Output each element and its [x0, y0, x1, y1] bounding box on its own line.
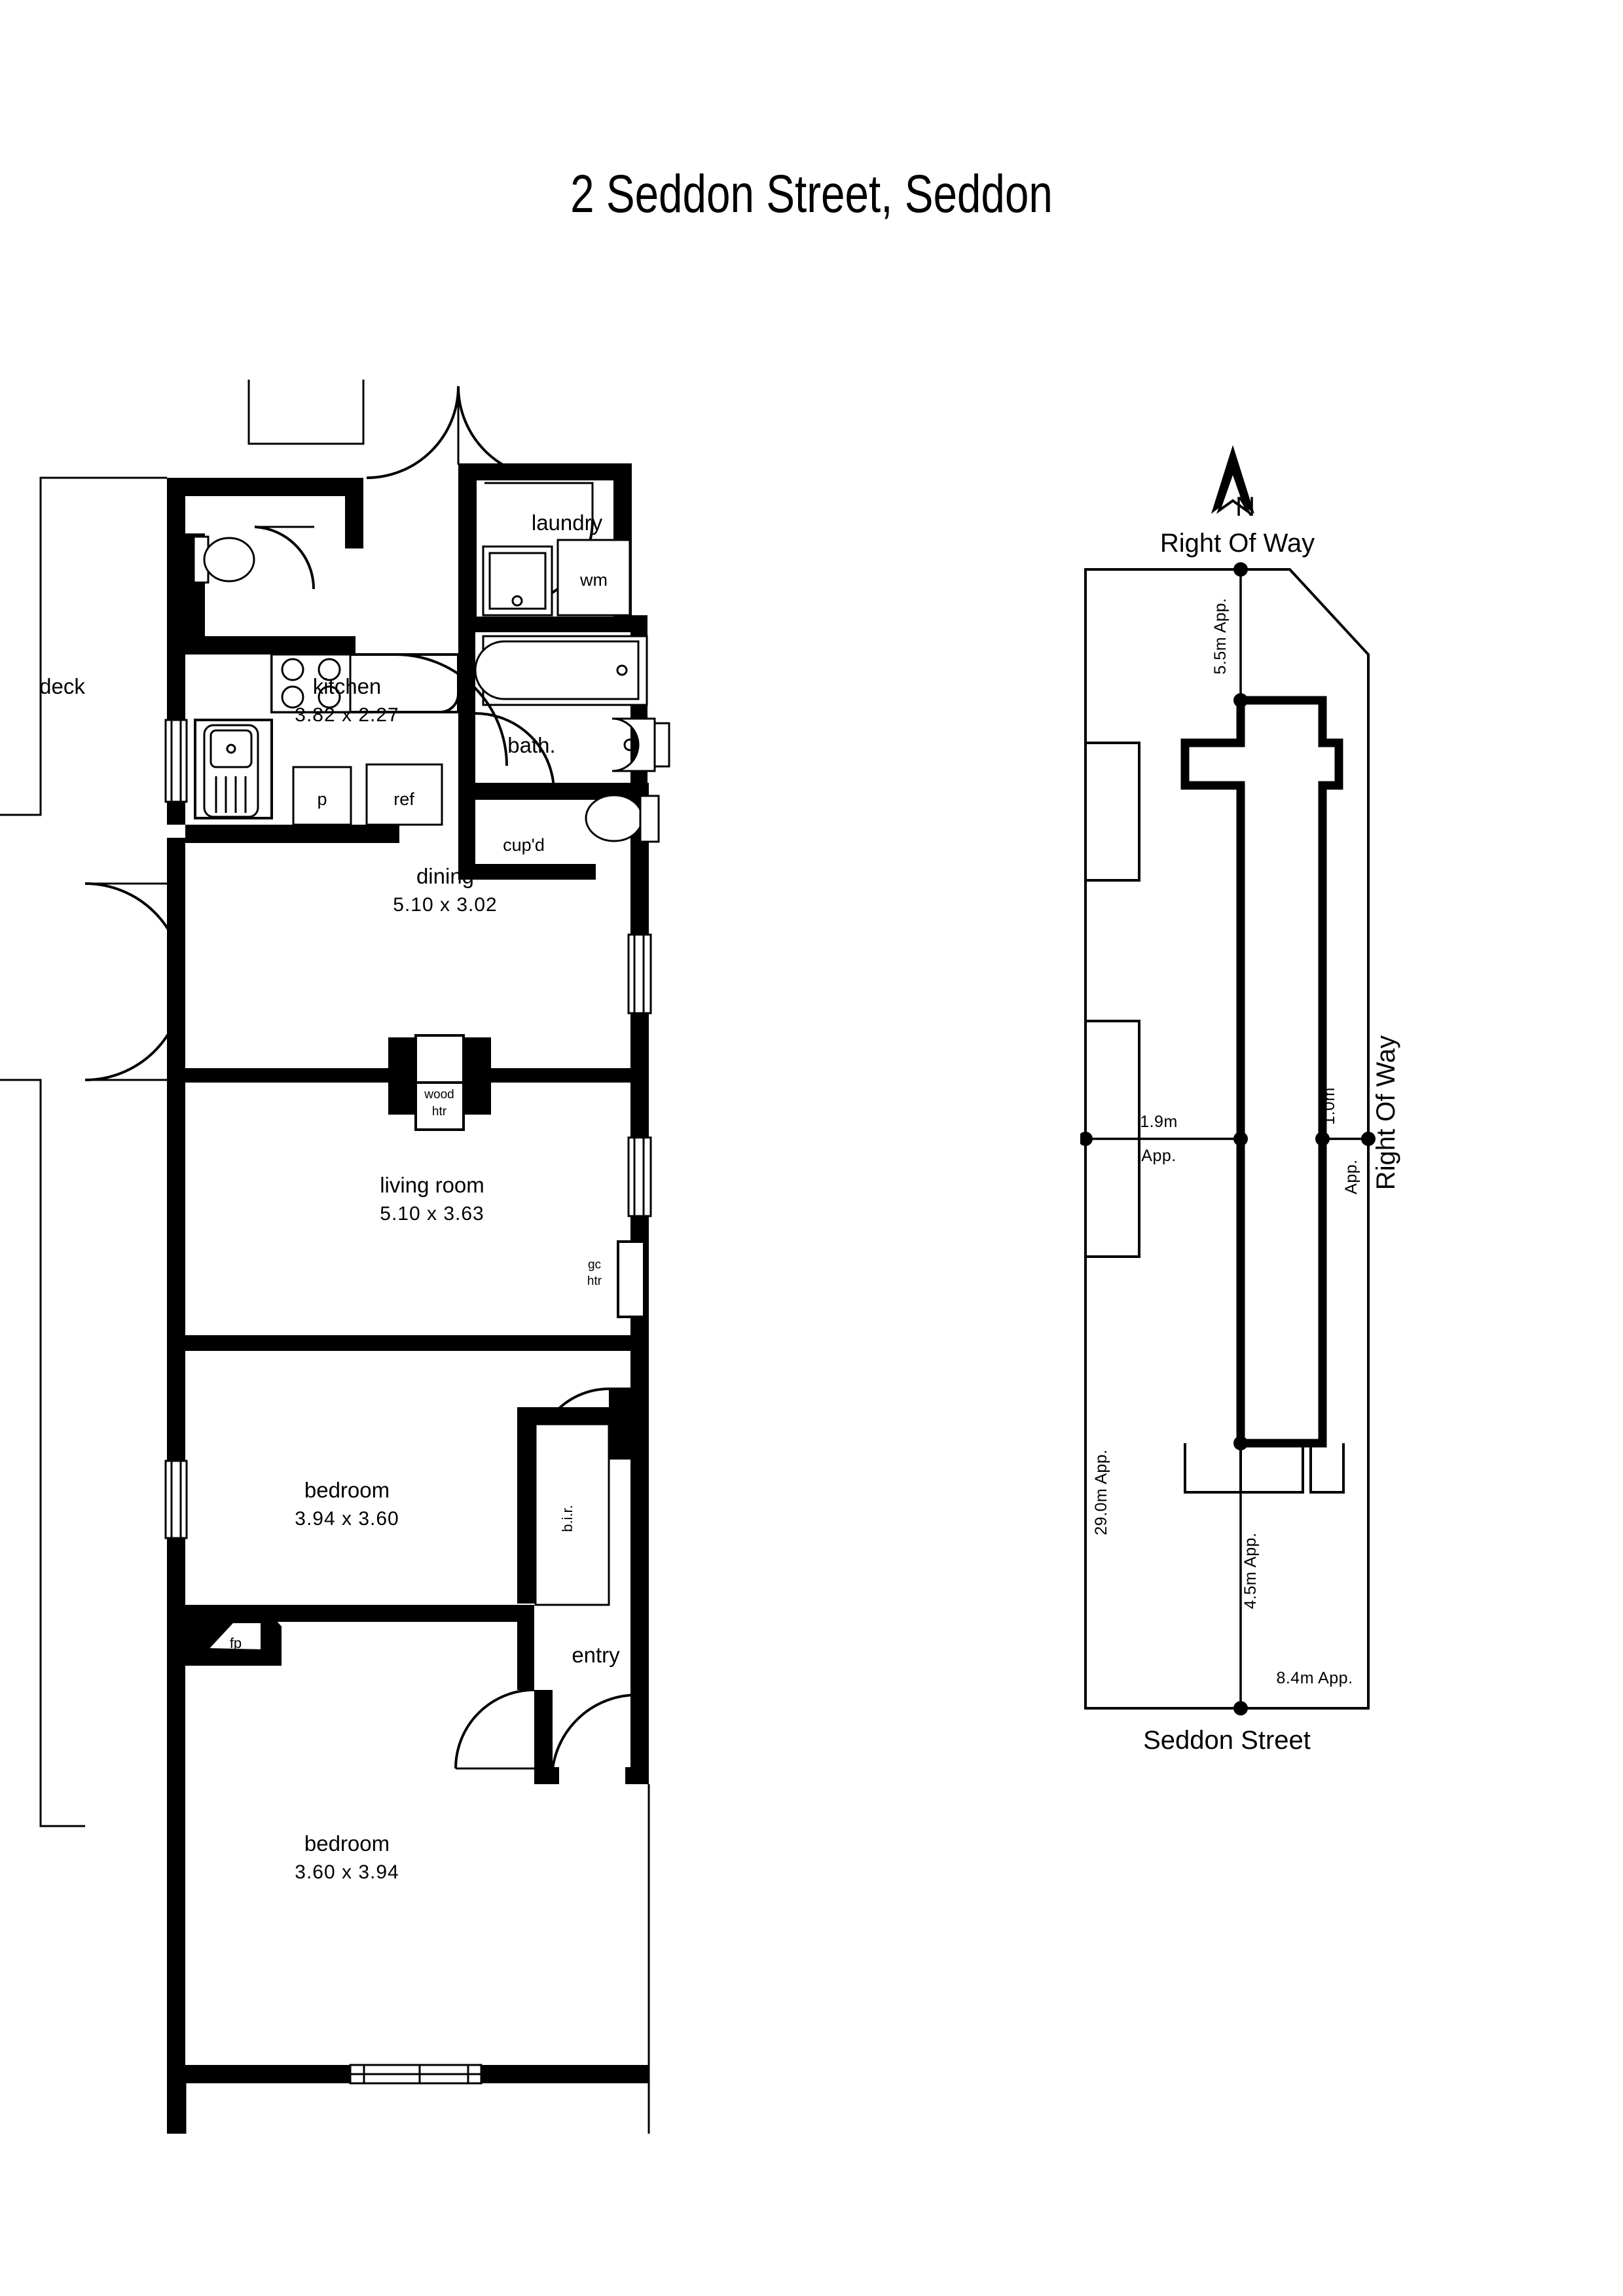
fireplace-label: fp — [230, 1635, 242, 1651]
page-title: 2 Seddon Street, Seddon — [570, 164, 1053, 224]
verandah-outline — [1184, 1443, 1304, 1494]
built-in-robe: b.i.r. — [534, 1423, 610, 1606]
east-setback-value: 1.0m — [1320, 1087, 1338, 1125]
dining-window — [627, 933, 652, 1014]
rear-setback-label: 5.5m App. — [1211, 598, 1230, 674]
bedroom2-front-window — [349, 2064, 483, 2085]
site-plan-drawing: N Right Of Way 5.5m App. 1.9m App. — [1080, 445, 1400, 1754]
floor-plan-drawing: p ref kitchen 3.82 x 2.27 wm lau — [0, 380, 670, 2134]
toilet-fixture-wc — [192, 526, 316, 590]
gas-heater-label-line2: htr — [587, 1274, 602, 1288]
bedroom1-dimensions: 3.94 x 3.60 — [295, 1508, 399, 1530]
site-depth-label: 29.0m App. — [1092, 1449, 1110, 1535]
side-boundary-label: Right Of Way — [1372, 1035, 1400, 1190]
north-label: N — [1235, 491, 1255, 522]
deck-label: deck — [39, 674, 85, 698]
west-setback-suffix: App. — [1141, 1147, 1176, 1165]
gas-heater: gc htr — [587, 1240, 646, 1318]
living-room-dimensions: 5.10 x 3.63 — [380, 1203, 484, 1225]
kitchen-door-swing — [395, 653, 508, 766]
kitchen-dimensions: 3.82 x 2.27 — [295, 704, 399, 726]
living-window — [627, 1136, 652, 1217]
dining-dimensions: 5.10 x 3.02 — [393, 894, 497, 916]
gas-heater-label-line1: gc — [588, 1258, 601, 1272]
front-step-outline — [1309, 1443, 1345, 1494]
bedroom2-name: bedroom — [304, 1831, 390, 1856]
bath-fixtures — [474, 635, 670, 843]
site-width-label: 8.4m App. — [1276, 1669, 1353, 1687]
laundry-name: laundry — [532, 511, 603, 535]
verandah — [184, 1784, 650, 2134]
bir-label: b.i.r. — [559, 1505, 575, 1532]
deck-boundary-notches — [1085, 742, 1140, 1258]
dimension-rear-setback: 5.5m App. — [1211, 562, 1248, 708]
bedroom1-window — [164, 1460, 188, 1539]
rear-boundary-label: Right Of Way — [1160, 529, 1315, 558]
hall-doors — [247, 380, 551, 479]
bedroom2-entry-walls — [185, 1690, 649, 2083]
site-boundary — [1084, 568, 1370, 1710]
entry-door-swing — [550, 1694, 631, 1781]
bedroom2-dimensions: 3.60 x 3.94 — [295, 1861, 399, 1883]
dimension-east-setback: 1.0m App. — [1315, 1087, 1376, 1194]
bath-name: bath. — [507, 733, 555, 757]
entry-label: entry — [572, 1643, 620, 1667]
dimension-front-setback: 4.5m App. — [1233, 1436, 1260, 1715]
north-arrow-icon — [1211, 445, 1254, 514]
cupboard-label: cup'd — [503, 835, 545, 855]
bedroom1-walls — [185, 1335, 637, 1690]
exterior-walls — [167, 478, 399, 2134]
living-room-name: living room — [380, 1173, 484, 1197]
laundry-fixtures: wm — [482, 482, 631, 617]
building-footprint — [1180, 696, 1343, 1448]
refrigerator-label: ref — [393, 789, 414, 809]
wood-heater-label-line2: htr — [432, 1105, 447, 1119]
front-boundary-label: Seddon Street — [1143, 1726, 1311, 1754]
wood-heater-label-line1: wood — [424, 1088, 454, 1102]
entry-door-jambs — [536, 1767, 649, 1784]
dining-living-divider: wood htr — [185, 1034, 635, 1131]
bedroom2-door-swing — [454, 1689, 535, 1769]
kitchen-fixtures: p ref — [164, 653, 460, 826]
dimension-west-setback: 1.9m App. — [1080, 1113, 1248, 1165]
dining-name: dining — [416, 864, 474, 888]
east-setback-suffix: App. — [1342, 1159, 1360, 1194]
deck-door — [84, 882, 185, 1081]
deck-outline — [0, 476, 167, 1827]
front-setback-label: 4.5m App. — [1241, 1532, 1260, 1609]
pantry-label: p — [317, 789, 327, 809]
washing-machine-label: wm — [579, 570, 608, 590]
kitchen-name: kitchen — [313, 674, 382, 698]
bedroom1-name: bedroom — [304, 1478, 390, 1502]
west-setback-value: 1.9m — [1140, 1113, 1178, 1131]
fireplace: fp — [185, 1605, 282, 1666]
